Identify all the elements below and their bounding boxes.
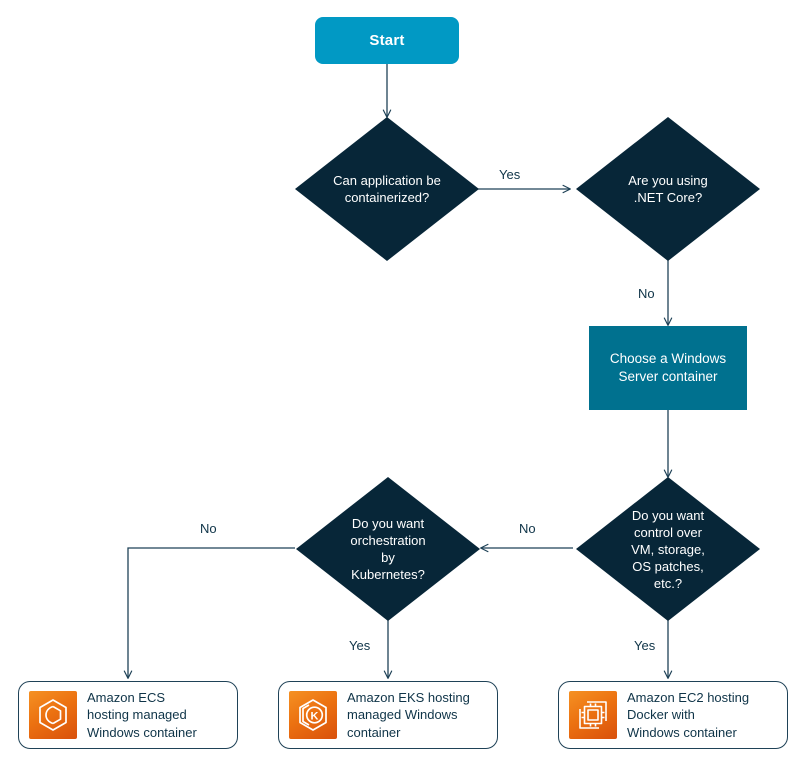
edge-label-dotnet-no: No [638,286,655,301]
node-result-ecs[interactable]: Amazon ECS hosting managed Windows conta… [18,681,238,749]
edge-label-kubernetes-yes: Yes [349,638,371,653]
aws-ecs-icon [29,691,77,739]
node-decision-control-label: Do you want control over VM, storage, OS… [631,507,705,591]
node-result-ec2[interactable]: Amazon EC2 hosting Docker with Windows c… [558,681,788,749]
node-decision-containerize-label: Can application be containerized? [333,173,441,205]
edge-kubernetes-to-ecs [123,547,295,679]
node-decision-dotnet-label: Are you using .NET Core? [628,173,708,205]
node-start[interactable]: Start [315,17,459,64]
edge-label-control-yes: Yes [634,638,656,653]
edge-label-kubernetes-no: No [200,521,217,536]
svg-text:K: K [311,710,319,722]
node-result-eks[interactable]: K Amazon EKS hosting managed Windows con… [278,681,498,749]
node-decision-control[interactable]: Do you want control over VM, storage, OS… [576,477,760,621]
node-result-eks-label: Amazon EKS hosting managed Windows conta… [347,689,470,740]
node-process-windows-container-label: Choose a Windows Server container [609,351,727,384]
edge-label-control-no: No [519,521,536,536]
node-result-ec2-label: Amazon EC2 hosting Docker with Windows c… [627,689,750,740]
node-decision-kubernetes[interactable]: Do you want orchestration by Kubernetes? [296,477,480,621]
node-decision-kubernetes-label: Do you want orchestration by Kubernetes? [350,516,426,582]
aws-eks-icon: K [289,691,337,739]
node-result-ecs-label: Amazon ECS hosting managed Windows conta… [87,689,197,740]
node-decision-containerize[interactable]: Can application be containerized? [295,117,479,261]
node-process-windows-container[interactable]: Choose a Windows Server container [589,326,747,410]
edge-label-containerize-yes: Yes [499,167,521,182]
aws-ec2-icon [569,691,617,739]
node-start-label: Start [369,32,405,49]
node-decision-dotnet[interactable]: Are you using .NET Core? [576,117,760,261]
